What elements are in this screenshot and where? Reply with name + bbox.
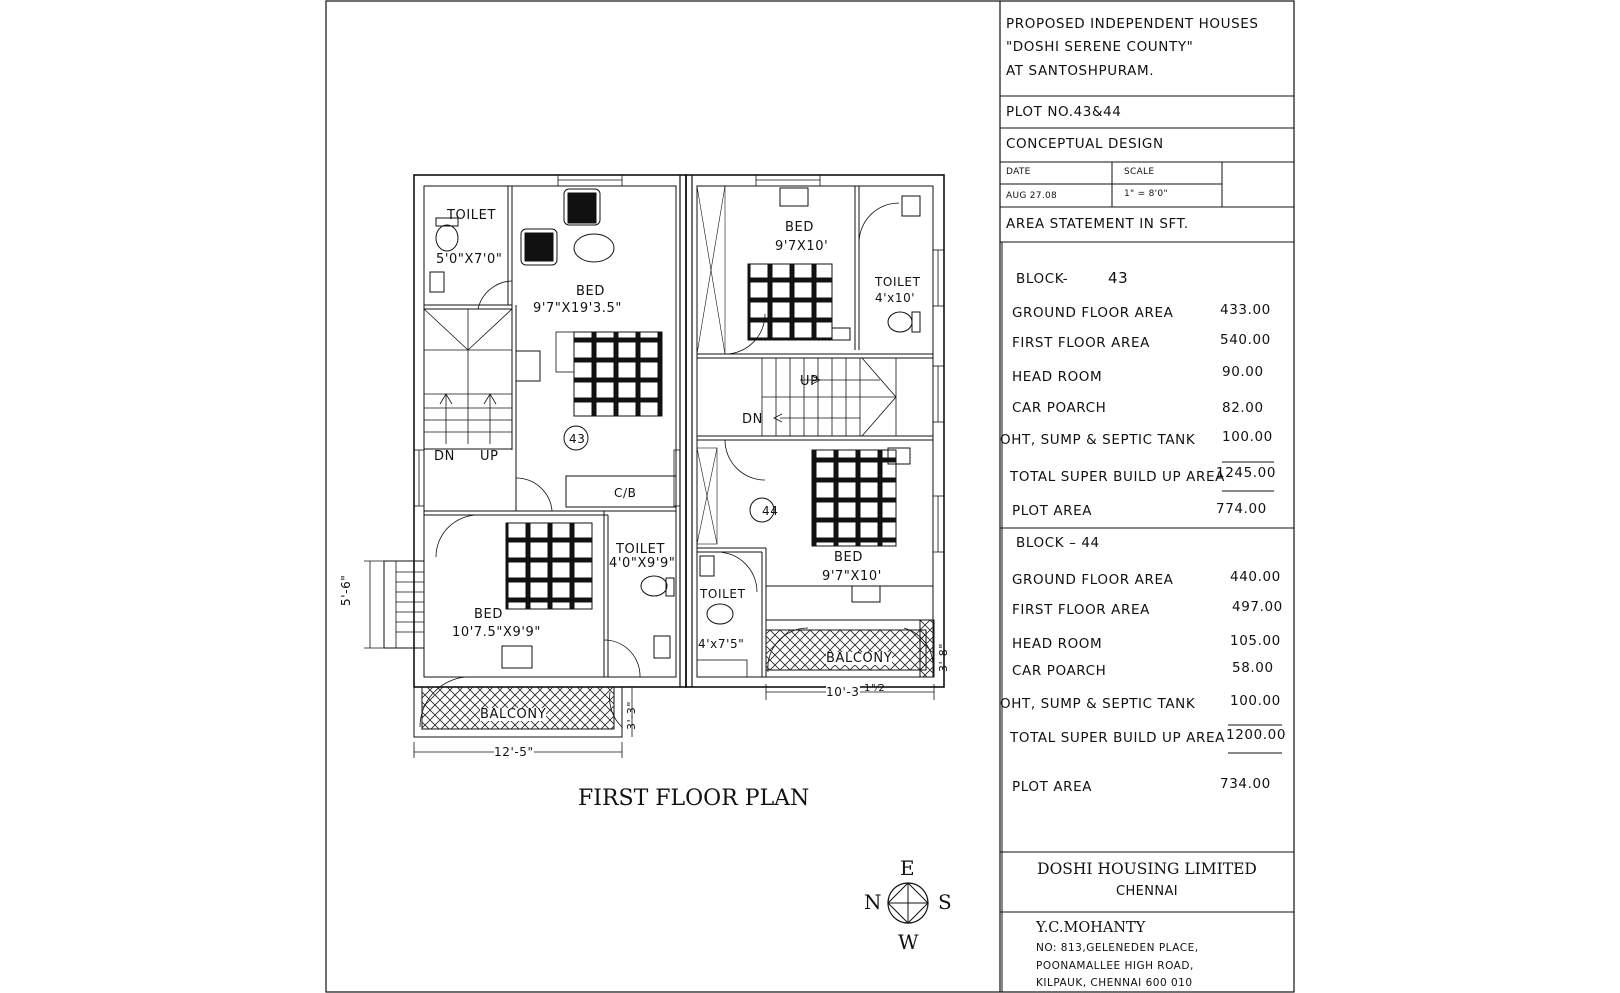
b43-value-total: 1245.00 xyxy=(1216,465,1277,481)
b43-value-carporch: 82.00 xyxy=(1222,400,1264,416)
toilet-43-top-size: 5'0"X7'0" xyxy=(436,252,503,267)
b43-label-ground: GROUND FLOOR AREA xyxy=(1012,305,1174,321)
toilet-44-bottom-name: TOILET xyxy=(700,587,746,601)
b43-label-headroom: HEAD ROOM xyxy=(1012,369,1103,385)
b44-value-total: 1200.00 xyxy=(1226,727,1287,743)
b44-value-plot: 734.00 xyxy=(1220,776,1271,792)
b44-value-first: 497.00 xyxy=(1232,599,1283,615)
stair-44-dn: DN xyxy=(742,412,763,427)
dim-bottom-43: 12'-5" xyxy=(494,745,534,759)
architect-address-2: POONAMALLEE HIGH ROAD, xyxy=(1036,960,1194,972)
b44-value-carporch: 58.00 xyxy=(1232,660,1274,676)
balcony-44-label: BALCONY xyxy=(826,651,893,666)
b44-label-carporch: CAR POARCH xyxy=(1012,663,1107,679)
bed-43-bottom-name: BED xyxy=(474,607,503,622)
cupboard-label: C/B xyxy=(614,486,637,500)
b43-value-first: 540.00 xyxy=(1220,332,1271,348)
b43-value-plot: 774.00 xyxy=(1216,501,1267,517)
b43-label-carporch: CAR POARCH xyxy=(1012,400,1107,416)
toilet-43-top-name: TOILET xyxy=(447,208,497,223)
b44-label-headroom: HEAD ROOM xyxy=(1012,636,1103,652)
stair-43-dn: DN xyxy=(434,449,455,464)
bed-43-bottom-size: 10'7.5"X9'9" xyxy=(452,625,541,640)
date-label: DATE xyxy=(1006,167,1031,177)
b43-value-ground: 433.00 xyxy=(1220,302,1271,318)
block-44-heading: BLOCK – 44 xyxy=(1016,535,1100,551)
block-43-number: 43 xyxy=(1108,269,1129,287)
company-city: CHENNAI xyxy=(1115,884,1179,899)
bed-44-bottom-name: BED xyxy=(834,550,863,565)
compass-east: E xyxy=(900,856,915,880)
scale-label: SCALE xyxy=(1124,167,1155,177)
compass-north: N xyxy=(864,890,882,914)
compass-south: S xyxy=(938,890,952,914)
b44-value-oht: 100.00 xyxy=(1230,693,1281,709)
block-44-tag: 44 xyxy=(762,504,779,518)
toilet-43-mid-size: 4'0"X9'9" xyxy=(609,556,676,571)
area-statement-title: AREA STATEMENT IN SFT. xyxy=(1006,216,1189,232)
bed-43-top-size: 9'7"X19'3.5" xyxy=(533,301,622,316)
bed-44-bottom-size: 9'7"X10' xyxy=(822,569,882,584)
dim-balcony-44-depth: 3'-8" xyxy=(937,642,950,672)
b44-label-plot: PLOT AREA xyxy=(1012,779,1093,795)
b43-label-plot: PLOT AREA xyxy=(1012,503,1093,519)
b44-label-first: FIRST FLOOR AREA xyxy=(1012,602,1150,618)
plot-number: PLOT NO.43&44 xyxy=(1006,104,1122,120)
dim-left-vertical: 5'-6" xyxy=(339,574,353,606)
dim-balcony-43-depth: 3'-3" xyxy=(625,700,638,730)
architect-address-1: NO: 813,GELENEDEN PLACE, xyxy=(1036,942,1199,954)
bed-44-top-name: BED xyxy=(785,220,814,235)
project-line-3: AT SANTOSHPURAM. xyxy=(1006,63,1155,79)
b44-label-ground: GROUND FLOOR AREA xyxy=(1012,572,1174,588)
b43-value-headroom: 90.00 xyxy=(1222,364,1264,380)
design-stage: CONCEPTUAL DESIGN xyxy=(1006,136,1164,152)
sheet-border xyxy=(325,0,1295,993)
plan-title: FIRST FLOOR PLAN xyxy=(578,786,810,811)
b44-label-oht: OHT, SUMP & SEPTIC TANK xyxy=(1000,696,1196,712)
dim-bottom-44: 10'-3 xyxy=(826,685,860,699)
toilet-44-top-size: 4'x10' xyxy=(875,291,916,305)
block-43-tag: 43 xyxy=(569,432,586,446)
toilet-44-top-name: TOILET xyxy=(875,275,921,289)
bed-44-top-size: 9'7X10' xyxy=(775,239,829,254)
b44-value-ground: 440.00 xyxy=(1230,569,1281,585)
stair-44-up: UP xyxy=(800,374,819,389)
scale-value: 1" = 8'0" xyxy=(1124,189,1168,199)
b43-label-total: TOTAL SUPER BUILD UP AREA xyxy=(1010,469,1225,485)
architect-name: Y.C.MOHANTY xyxy=(1036,920,1146,936)
b44-value-headroom: 105.00 xyxy=(1230,633,1281,649)
toilet-43-mid-name: TOILET xyxy=(616,542,666,557)
b43-label-first: FIRST FLOOR AREA xyxy=(1012,335,1150,351)
block-43-heading: BLOCK- xyxy=(1016,271,1069,287)
b44-label-total: TOTAL SUPER BUILD UP AREA xyxy=(1010,730,1225,746)
architect-address-3: KILPAUK, CHENNAI 600 010 xyxy=(1036,977,1193,989)
toilet-44-bottom-size: 4'x7'5" xyxy=(698,637,745,651)
company-name: DOSHI HOUSING LIMITED xyxy=(1037,860,1257,878)
compass-west: W xyxy=(898,930,919,954)
project-line-2: "DOSHI SERENE COUNTY" xyxy=(1006,39,1194,55)
stair-43-up: UP xyxy=(480,449,499,464)
balcony-43-label: BALCONY xyxy=(480,707,547,722)
b43-value-oht: 100.00 xyxy=(1222,429,1273,445)
project-line-1: PROPOSED INDEPENDENT HOUSES xyxy=(1006,16,1259,32)
date-value: AUG 27.08 xyxy=(1006,191,1058,201)
b43-label-oht: OHT, SUMP & SEPTIC TANK xyxy=(1000,432,1196,448)
bed-43-top-name: BED xyxy=(576,284,605,299)
dim-bottom-44-fraction: 1"⁄2 xyxy=(864,683,886,694)
